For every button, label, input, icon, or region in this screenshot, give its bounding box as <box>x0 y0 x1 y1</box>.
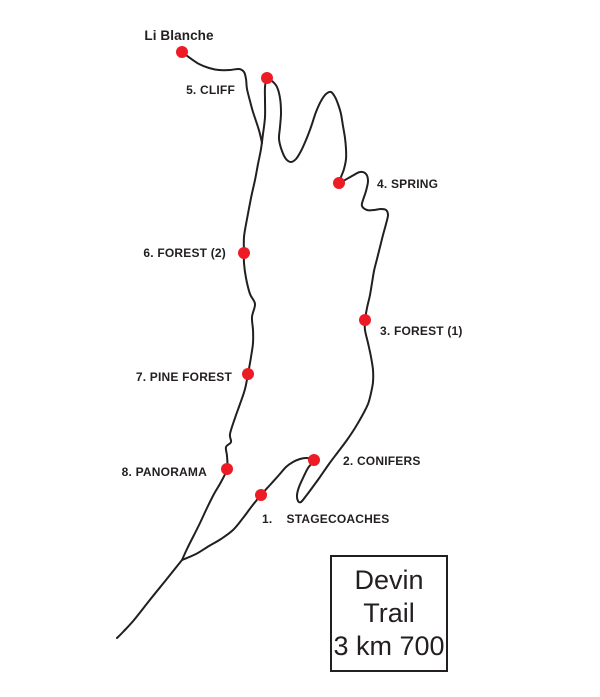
waypoint-label-cliff: 5. CLIFF <box>186 83 235 97</box>
waypoint-dot-cliff <box>261 72 273 84</box>
trail-name-line-2: Trail <box>363 597 415 628</box>
waypoint-dot-conifers <box>308 454 320 466</box>
waypoint-label-pine-forest: 7. PINE FOREST <box>135 370 232 384</box>
waypoint-label-forest-1: 3. FOREST (1) <box>380 324 463 338</box>
waypoint-label-panorama: 8. PANORAMA <box>121 465 207 479</box>
waypoint-dot-pine-forest <box>242 368 254 380</box>
waypoint-dot-li-blanche <box>176 46 188 58</box>
waypoint-label-spring: 4. SPRING <box>377 177 439 191</box>
trail-segment-main-loop <box>181 76 389 561</box>
trail-segment-start-tail <box>116 559 183 639</box>
waypoint-dot-forest-1 <box>359 314 371 326</box>
trail-distance: 3 km 700 <box>333 631 445 662</box>
trail-name-line-1: Devin <box>354 564 424 595</box>
trail-title-box: Devin Trail 3 km 700 <box>330 555 448 672</box>
waypoint-dot-stagecoaches <box>255 489 267 501</box>
waypoint-label-stagecoaches: 1. STAGECOACHES <box>262 512 390 526</box>
trail-segment-li-blanche-spur <box>181 51 263 144</box>
waypoint-dot-panorama <box>221 463 233 475</box>
waypoint-label-forest-2: 6. FOREST (2) <box>143 246 226 260</box>
waypoint-label-conifers: 2. CONIFERS <box>343 454 421 468</box>
waypoint-label-li-blanche: Li Blanche <box>144 28 214 43</box>
waypoint-dot-spring <box>333 177 345 189</box>
waypoint-dot-forest-2 <box>238 247 250 259</box>
